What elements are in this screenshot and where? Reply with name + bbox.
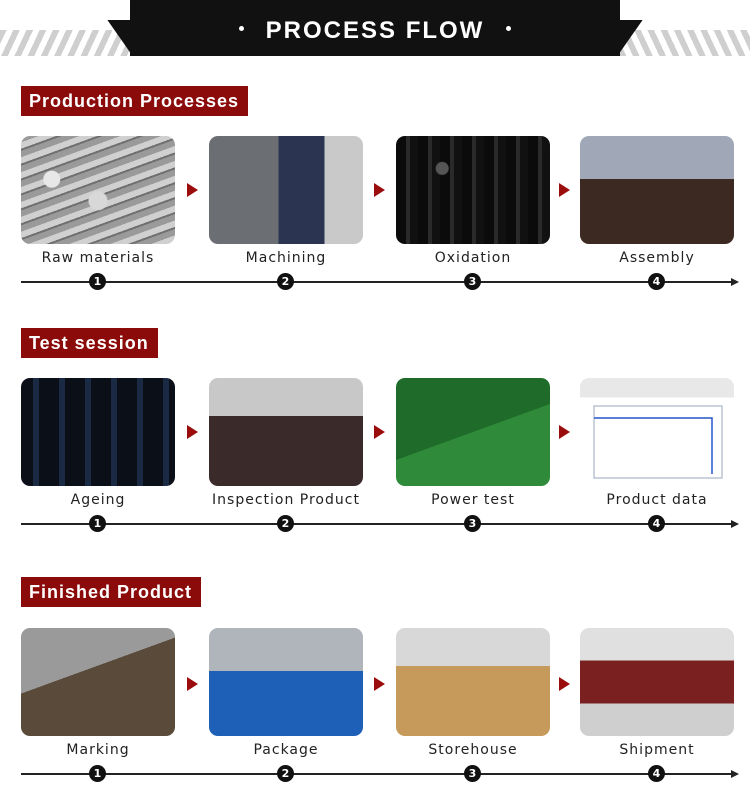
step-shipment: Shipment xyxy=(580,628,734,758)
package-photo xyxy=(209,628,363,736)
step-number-badge: 4 xyxy=(648,515,665,532)
step-number-badge: 1 xyxy=(89,765,106,782)
oxidation-photo xyxy=(396,136,550,244)
step-number-badge: 2 xyxy=(277,515,294,532)
header-banner: PROCESS FLOW xyxy=(0,0,750,56)
bullet-dot-icon xyxy=(238,26,244,32)
arrow-right-icon xyxy=(187,425,198,439)
step-number-badge: 3 xyxy=(464,515,481,532)
marking-photo xyxy=(21,628,175,736)
ageing-photo xyxy=(21,378,175,486)
step-product-data: Product data xyxy=(580,378,734,508)
inspection-photo xyxy=(209,378,363,486)
step-number-badge: 3 xyxy=(464,273,481,290)
step-storehouse: Storehouse xyxy=(396,628,550,758)
shipment-photo xyxy=(580,628,734,736)
step-number-badge: 1 xyxy=(89,273,106,290)
timeline-finished xyxy=(21,773,733,775)
bullet-dot-icon xyxy=(506,26,512,32)
page-title-wrap: PROCESS FLOW xyxy=(0,0,750,56)
step-assembly: Assembly xyxy=(580,136,734,266)
storehouse-photo xyxy=(396,628,550,736)
timeline-test xyxy=(21,523,733,525)
step-caption: Inspection Product xyxy=(212,492,360,508)
timeline-arrowhead-icon xyxy=(731,770,739,778)
step-caption: Oxidation xyxy=(434,250,512,266)
step-marking: Marking xyxy=(21,628,175,758)
timeline-production xyxy=(21,281,733,283)
assembly-photo xyxy=(580,136,734,244)
arrow-right-icon xyxy=(187,677,198,691)
step-caption: Assembly xyxy=(619,250,695,266)
section-label-production: Production Processes xyxy=(21,86,249,116)
step-power-test: Power test xyxy=(396,378,550,508)
arrow-right-icon xyxy=(374,677,385,691)
raw-materials-photo xyxy=(21,136,175,244)
product-data-photo xyxy=(580,378,734,486)
step-number-badge: 4 xyxy=(648,765,665,782)
step-ageing: Ageing xyxy=(21,378,175,508)
step-number-badge: 2 xyxy=(277,765,294,782)
page-title: PROCESS FLOW xyxy=(265,17,485,44)
arrow-right-icon xyxy=(559,425,570,439)
step-caption: Package xyxy=(253,742,319,758)
step-oxidation: Oxidation xyxy=(396,136,550,266)
step-raw-materials: Raw materials xyxy=(21,136,175,266)
step-inspection: Inspection Product xyxy=(209,378,363,508)
step-caption: Ageing xyxy=(70,492,126,508)
step-machining: Machining xyxy=(209,136,363,266)
machining-photo xyxy=(209,136,363,244)
power-test-photo xyxy=(396,378,550,486)
step-caption: Shipment xyxy=(619,742,695,758)
step-caption: Machining xyxy=(245,250,327,266)
step-caption: Raw materials xyxy=(41,250,155,266)
step-number-badge: 1 xyxy=(89,515,106,532)
arrow-right-icon xyxy=(187,183,198,197)
data-chart-graphic xyxy=(593,405,723,479)
timeline-arrowhead-icon xyxy=(731,278,739,286)
step-caption: Marking xyxy=(66,742,130,758)
step-caption: Product data xyxy=(606,492,708,508)
step-number-badge: 4 xyxy=(648,273,665,290)
arrow-right-icon xyxy=(374,425,385,439)
banner-background xyxy=(130,0,620,56)
arrow-right-icon xyxy=(374,183,385,197)
timeline-arrowhead-icon xyxy=(731,520,739,528)
arrow-right-icon xyxy=(559,183,570,197)
arrow-right-icon xyxy=(559,677,570,691)
step-number-badge: 2 xyxy=(277,273,294,290)
step-caption: Power test xyxy=(431,492,515,508)
step-caption: Storehouse xyxy=(428,742,518,758)
step-number-badge: 3 xyxy=(464,765,481,782)
section-label-finished: Finished Product xyxy=(21,577,202,607)
step-package: Package xyxy=(209,628,363,758)
section-label-test: Test session xyxy=(21,328,158,358)
